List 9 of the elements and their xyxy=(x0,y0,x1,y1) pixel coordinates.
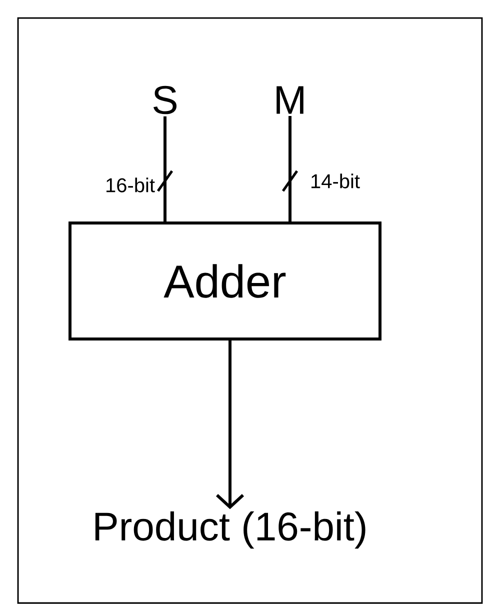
signal-label: Product (16-bit) xyxy=(95,511,366,549)
edge-label: 16-bit xyxy=(104,176,156,194)
bus-line xyxy=(288,116,292,222)
signal-label: M xyxy=(276,86,304,114)
signal-label: S xyxy=(153,86,176,114)
edge-label: 14-bit xyxy=(308,172,362,190)
bus-line xyxy=(164,116,166,222)
adder-box: Adder xyxy=(68,222,382,340)
arrow xyxy=(216,340,244,510)
